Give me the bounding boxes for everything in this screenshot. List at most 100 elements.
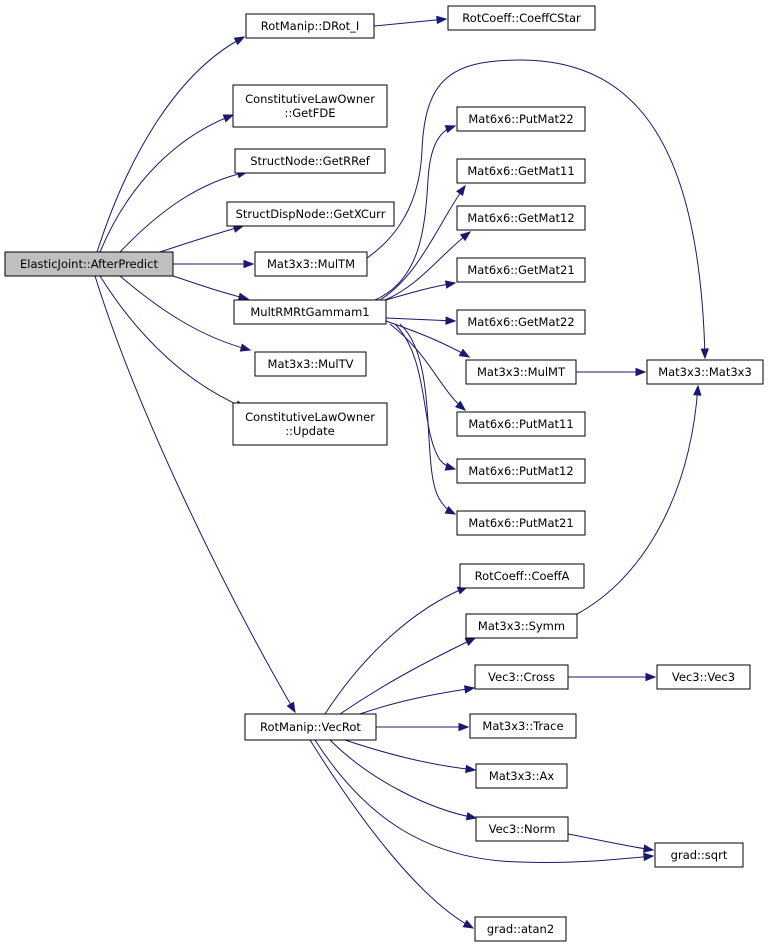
node-rc-coeffa[interactable]: RotCoeff::CoeffA (459, 563, 585, 589)
arrowhead (239, 343, 252, 352)
arrowhead (237, 292, 250, 301)
node-v3-vec3[interactable]: Vec3::Vec3 (656, 664, 751, 690)
edge-multrmrt-to-m66_putmat21 (399, 323, 457, 515)
edge-ej_afterpredict-to-multrmrt (172, 275, 250, 301)
node-label: RotCoeff::CoeffA (475, 569, 570, 583)
edge-rm_vecrot-to-v3_cross (359, 685, 476, 715)
arrowhead (635, 367, 647, 377)
edge-rm_vecrot-to-grad_sqrt (314, 739, 655, 864)
arrowhead (222, 114, 235, 123)
node-label: RotCoeff::CoeffCStar (462, 11, 581, 25)
edge-ej_afterpredict-to-sdn_getxcurr (159, 224, 245, 253)
edge-multrmrt-to-m66_getmat11 (379, 184, 466, 301)
edge-multrmrt-to-m66_putmat11 (389, 323, 467, 411)
arrowhead (643, 852, 655, 862)
node-label: Vec3::Norm (489, 822, 556, 836)
node-label: grad::sqrt (671, 848, 728, 862)
node-label: Mat6x6::GetMat21 (467, 263, 574, 277)
function-nodes: ElasticJoint::AfterPredict RotManip::DRot… (4, 5, 764, 942)
arrowhead (444, 505, 457, 515)
node-label: ElasticJoint::AfterPredict (20, 257, 158, 271)
node-label: MultRMRtGammam1 (250, 305, 369, 319)
node-grad-atan2[interactable]: grad::atan2 (474, 916, 567, 942)
arrowhead (436, 15, 448, 25)
edge-v3_cross-to-v3_vec3 (568, 672, 657, 682)
arrowhead (459, 231, 472, 242)
node-clo-getfde[interactable]: ConstitutiveLawOwner::GetFDE (232, 84, 388, 128)
node-m33-ax[interactable]: Mat3x3::Ax (475, 763, 568, 789)
edge-m33_symm-to-m33_mat3x3 (576, 384, 702, 615)
node-label: Mat3x3::Ax (489, 769, 555, 783)
arrowhead (444, 462, 457, 471)
node-label: Mat3x3::Trace (482, 719, 563, 733)
node-label: Mat6x6::GetMat22 (467, 315, 574, 329)
node-v3-norm[interactable]: Vec3::Norm (475, 816, 569, 842)
node-label: Mat6x6::PutMat11 (468, 417, 573, 431)
node-sn-getrref[interactable]: StructNode::GetRRef (234, 148, 386, 174)
edge-multrmrt-to-m66_getmat21 (385, 280, 457, 301)
edge-v3_norm-to-grad_sqrt (567, 833, 655, 853)
node-label: Mat3x3::MulTM (267, 257, 355, 271)
node-m66-putmat21[interactable]: Mat6x6::PutMat21 (456, 510, 586, 536)
node-m66-getmat11[interactable]: Mat6x6::GetMat11 (456, 158, 586, 184)
arrowhead (456, 184, 466, 197)
arrowhead (693, 384, 702, 396)
arrowhead (463, 685, 476, 694)
arrowhead (444, 280, 457, 289)
node-label: Vec3::Vec3 (672, 670, 735, 684)
node-m33-mat3x3[interactable]: Mat3x3::Mat3x3 (646, 359, 764, 385)
node-label: Mat6x6::GetMat12 (467, 211, 574, 225)
node-m66-getmat21[interactable]: Mat6x6::GetMat21 (456, 257, 586, 283)
edge-multrmrt-to-m66_putmat22 (374, 125, 457, 301)
edge-ej_afterpredict-to-clo_getfde (99, 114, 235, 253)
arrowhead (464, 637, 477, 646)
node-grad-sqrt[interactable]: grad::sqrt (654, 842, 744, 868)
edge-ej_afterpredict-to-m33_multm (173, 259, 255, 269)
node-m33-trace[interactable]: Mat3x3::Trace (469, 713, 577, 739)
node-m66-putmat12[interactable]: Mat6x6::PutMat12 (456, 458, 586, 484)
node-label: RotManip::VecRot (260, 720, 361, 734)
node-ej-afterpredict[interactable]: ElasticJoint::AfterPredict (4, 251, 174, 277)
arrowhead (458, 722, 470, 732)
node-label: StructNode::GetRRef (250, 154, 370, 168)
edge-ej_afterpredict-to-rm_drot (96, 36, 246, 253)
node-label: Mat3x3::Mat3x3 (658, 365, 752, 379)
node-m33-symm[interactable]: Mat3x3::Symm (465, 613, 578, 639)
node-rm-drot[interactable]: RotManip::DRot_I (245, 13, 375, 39)
node-rc-coeffcstar[interactable]: RotCoeff::CoeffCStar (447, 5, 596, 31)
node-sdn-getxcurr[interactable]: StructDispNode::GetXCurr (226, 201, 395, 227)
node-multrmrt[interactable]: MultRMRtGammam1 (233, 299, 387, 325)
arrowhead (465, 764, 477, 774)
node-label: RotManip::DRot_I (261, 19, 360, 33)
node-label: ::GetFDE (285, 106, 336, 120)
edge-rm_vecrot-to-rc_coeffa (324, 586, 469, 715)
arrowhead (465, 812, 478, 821)
node-clo-update[interactable]: ConstitutiveLawOwner::Update (232, 402, 388, 446)
node-rm-vecrot[interactable]: RotManip::VecRot (244, 713, 377, 741)
node-m66-putmat11[interactable]: Mat6x6::PutMat11 (456, 411, 586, 437)
node-m66-getmat22[interactable]: Mat6x6::GetMat22 (456, 309, 586, 335)
edge-rm_drot-to-rc_coeffcstar (373, 15, 448, 27)
node-m33-multm[interactable]: Mat3x3::MulTM (254, 251, 368, 277)
node-m33-multv[interactable]: Mat3x3::MulTV (254, 351, 367, 377)
node-m66-getmat12[interactable]: Mat6x6::GetMat12 (456, 205, 586, 231)
edge-rm_vecrot-to-v3_norm (329, 739, 478, 821)
node-m66-putmat22[interactable]: Mat6x6::PutMat22 (456, 106, 586, 132)
edge-ej_afterpredict-to-m33_multv (119, 275, 252, 352)
node-v3-cross[interactable]: Vec3::Cross (474, 664, 569, 690)
edge-multrmrt-to-m66_putmat12 (394, 323, 457, 471)
arrowhead (642, 844, 655, 853)
arrowhead (700, 348, 709, 360)
arrowhead (445, 316, 457, 325)
arrowhead (233, 36, 246, 46)
node-label: ConstitutiveLawOwner (245, 92, 375, 106)
edge-m33_mulmt-to-m33_mat3x3 (576, 367, 647, 377)
call-edges (94, 15, 709, 929)
arrowhead (455, 400, 467, 411)
arrowhead (243, 259, 255, 269)
node-label: Mat6x6::GetMat11 (467, 164, 574, 178)
node-m33-mulmt[interactable]: Mat3x3::MulMT (465, 359, 577, 385)
node-label: Mat3x3::Symm (478, 619, 565, 633)
arrowhead (444, 125, 457, 134)
